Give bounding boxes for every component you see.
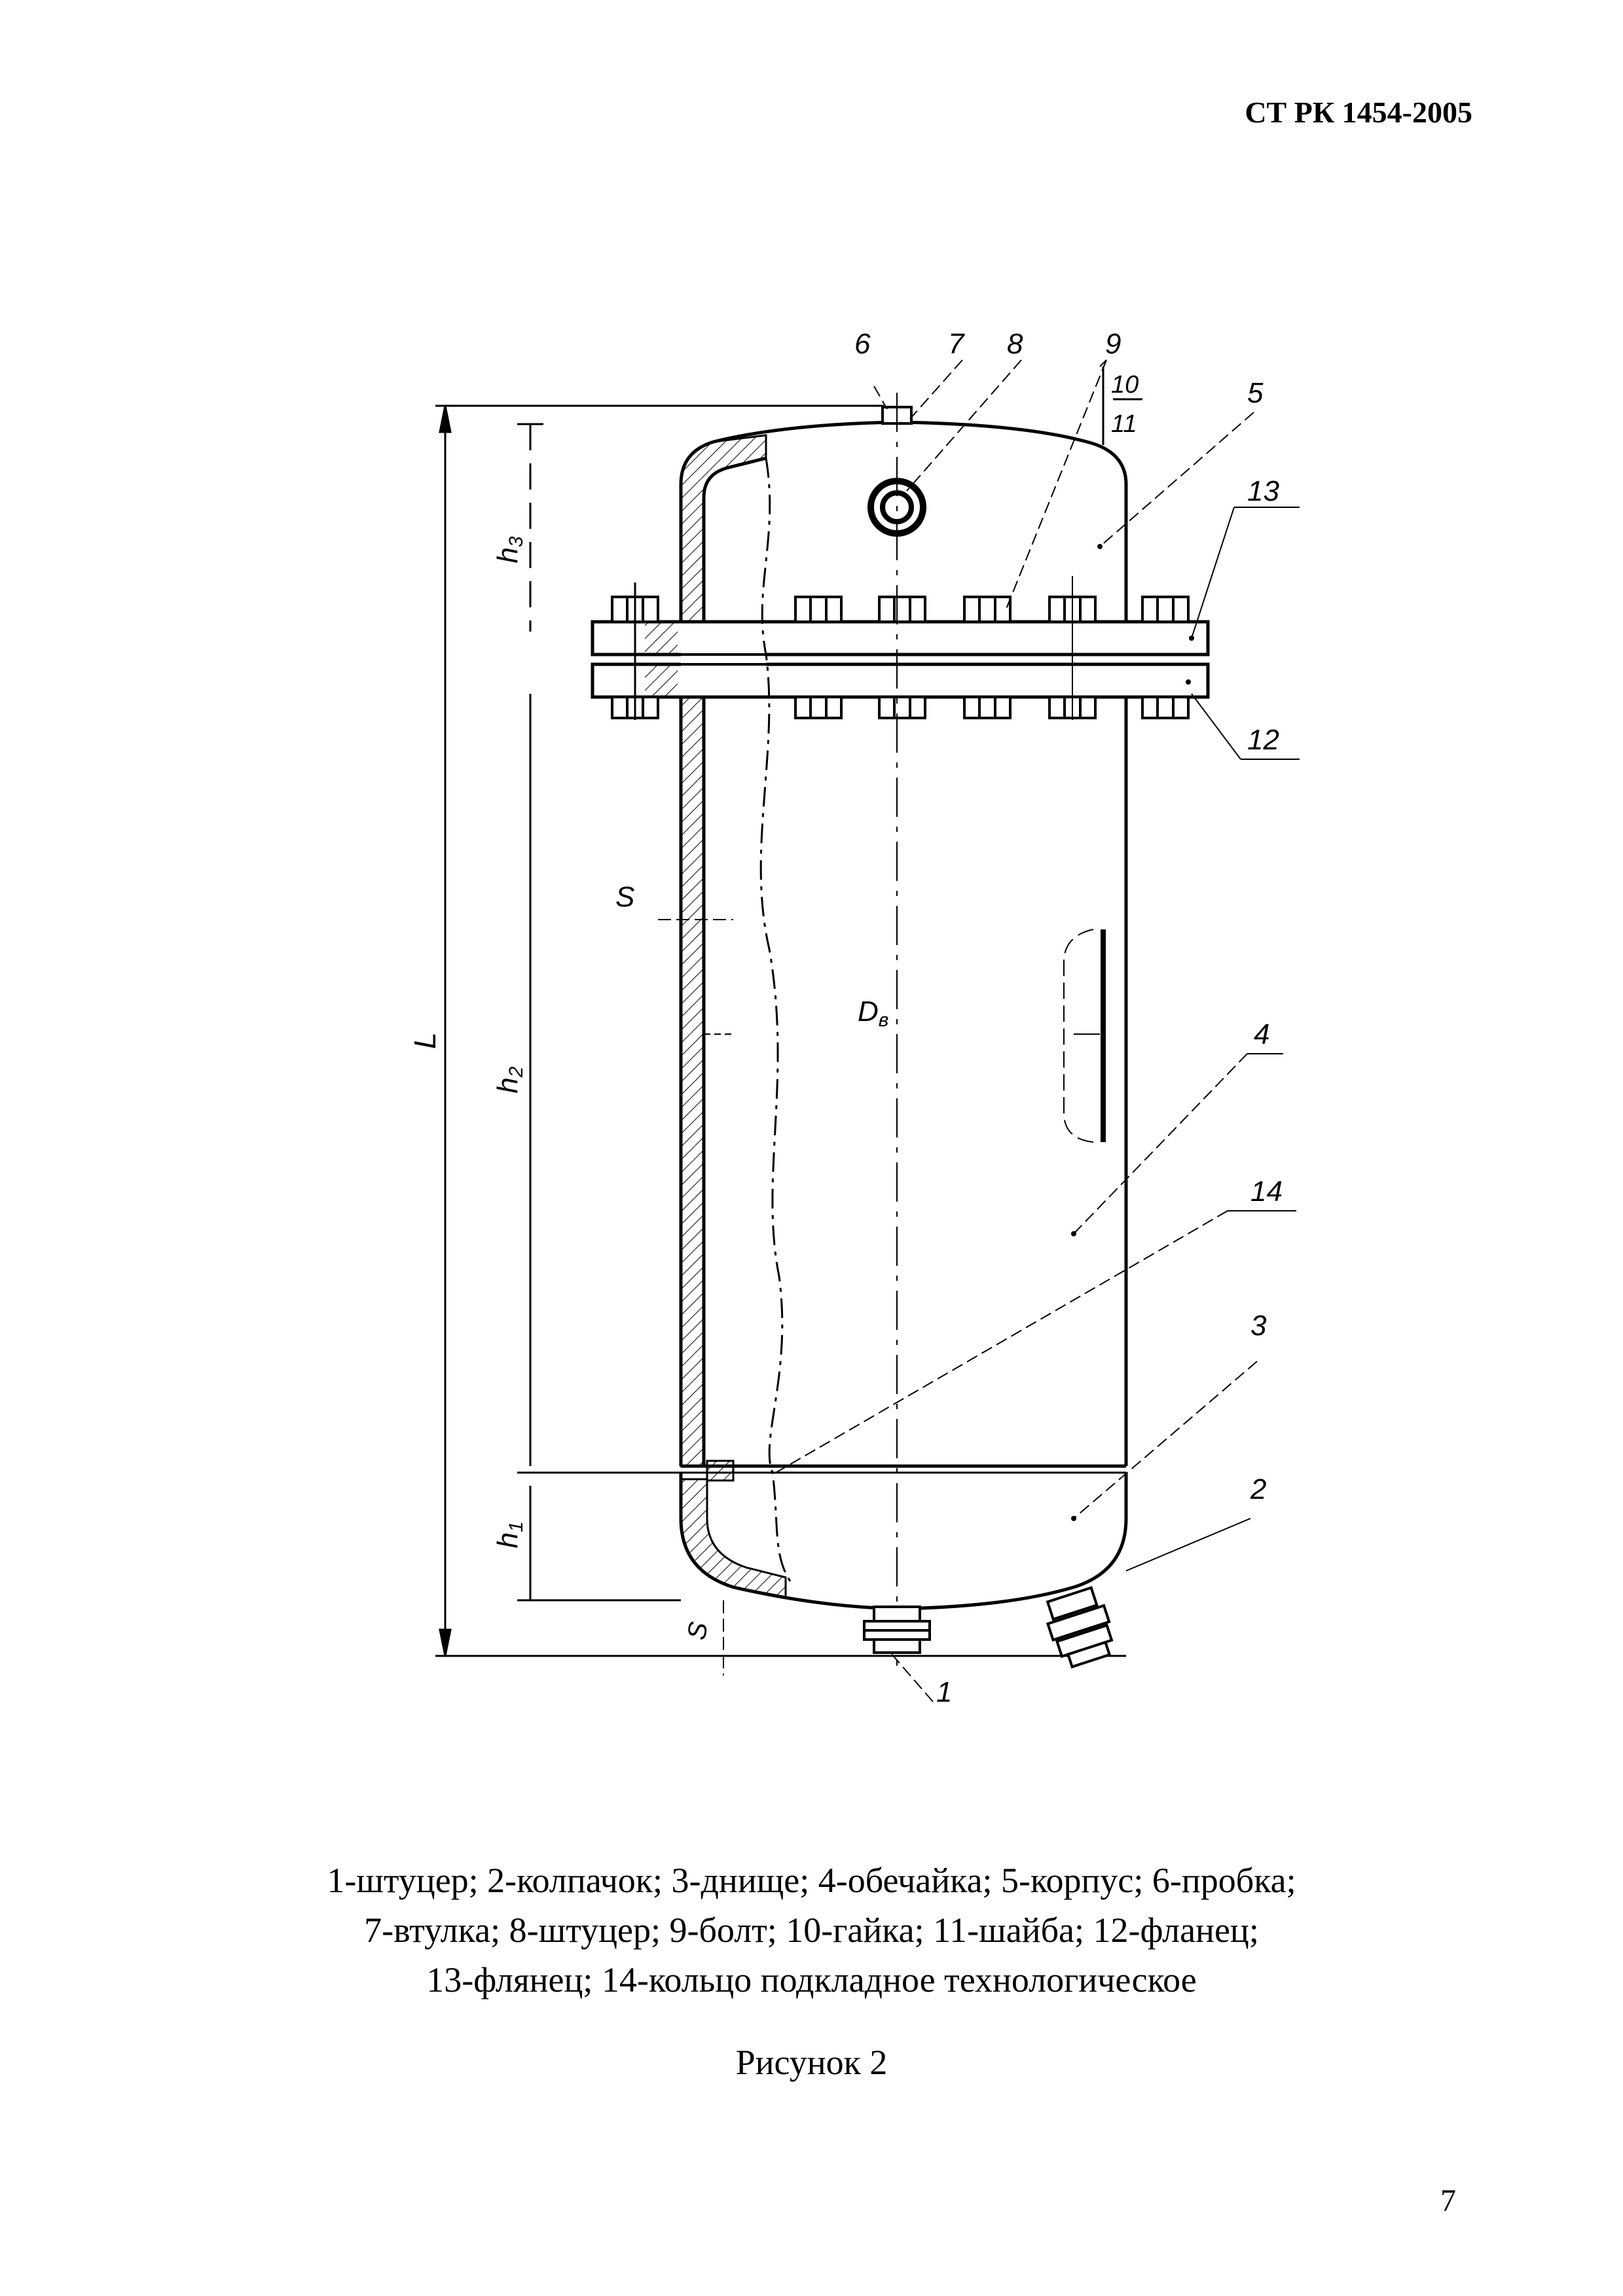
h2-label: h2 bbox=[492, 1066, 527, 1093]
backing-ring bbox=[706, 1460, 735, 1482]
callout-6: 6 bbox=[854, 328, 871, 360]
callout-8: 8 bbox=[1007, 328, 1023, 360]
callout-leaders bbox=[775, 359, 1300, 1702]
callout-1: 1 bbox=[936, 1676, 952, 1708]
callout-13: 13 bbox=[1247, 475, 1279, 507]
callout-10: 10 bbox=[1111, 371, 1139, 399]
leader-dots bbox=[1071, 544, 1194, 1521]
flange-section-left-top bbox=[645, 623, 678, 653]
callout-numbers: 6 7 8 9 10 11 5 13 12 4 14 3 2 1 bbox=[854, 328, 1283, 1708]
shell-wall-section bbox=[680, 696, 705, 1467]
callout-11: 11 bbox=[1111, 410, 1137, 438]
callout-7: 7 bbox=[948, 328, 965, 360]
caption-line-2: 7-втулка; 8-штуцер; 9-болт; 10-гайка; 11… bbox=[364, 1910, 1259, 1950]
figure-label: Рисунок 2 bbox=[735, 2043, 888, 2082]
flange-gap bbox=[681, 628, 766, 687]
callout-12: 12 bbox=[1247, 724, 1279, 756]
vessel-shell bbox=[679, 697, 1128, 1466]
sight-glass bbox=[1063, 929, 1106, 1143]
dimension-h-lines bbox=[517, 423, 681, 1602]
wall-S-dimension bbox=[658, 919, 733, 1035]
dimension-L bbox=[435, 404, 1126, 1657]
standard-code: СТ РК 1454-2005 bbox=[1245, 96, 1472, 129]
h1-label: h1 bbox=[492, 1521, 527, 1548]
caption-line-1: 1-штуцер; 2-колпачок; 3-днище; 4-обечайк… bbox=[327, 1861, 1296, 1900]
bottom-S-label: S bbox=[682, 1620, 714, 1642]
flange-section-left-bottom bbox=[645, 666, 678, 696]
dimension-L-label: L bbox=[408, 1032, 442, 1049]
wall-S-label: S bbox=[615, 881, 634, 913]
page-number: 7 bbox=[1440, 2183, 1456, 2218]
top-head-section bbox=[680, 434, 767, 623]
diameter-label: Dв bbox=[858, 996, 888, 1031]
callout-3: 3 bbox=[1250, 1310, 1267, 1342]
callout-2: 2 bbox=[1250, 1473, 1266, 1505]
callout-5: 5 bbox=[1247, 377, 1264, 409]
h3-label: h3 bbox=[492, 536, 527, 563]
nuts-bottom-row bbox=[611, 696, 1190, 719]
callout-4: 4 bbox=[1254, 1018, 1269, 1050]
bottom-head-section bbox=[680, 1478, 787, 1598]
callout-14: 14 bbox=[1250, 1175, 1283, 1208]
fitting-1 bbox=[863, 1605, 931, 1654]
cap-2 bbox=[1046, 1586, 1114, 1669]
caption-line-3: 13-флянец; 14-кольцо подкладное технолог… bbox=[426, 1960, 1197, 2000]
callout-9: 9 bbox=[1105, 328, 1121, 360]
